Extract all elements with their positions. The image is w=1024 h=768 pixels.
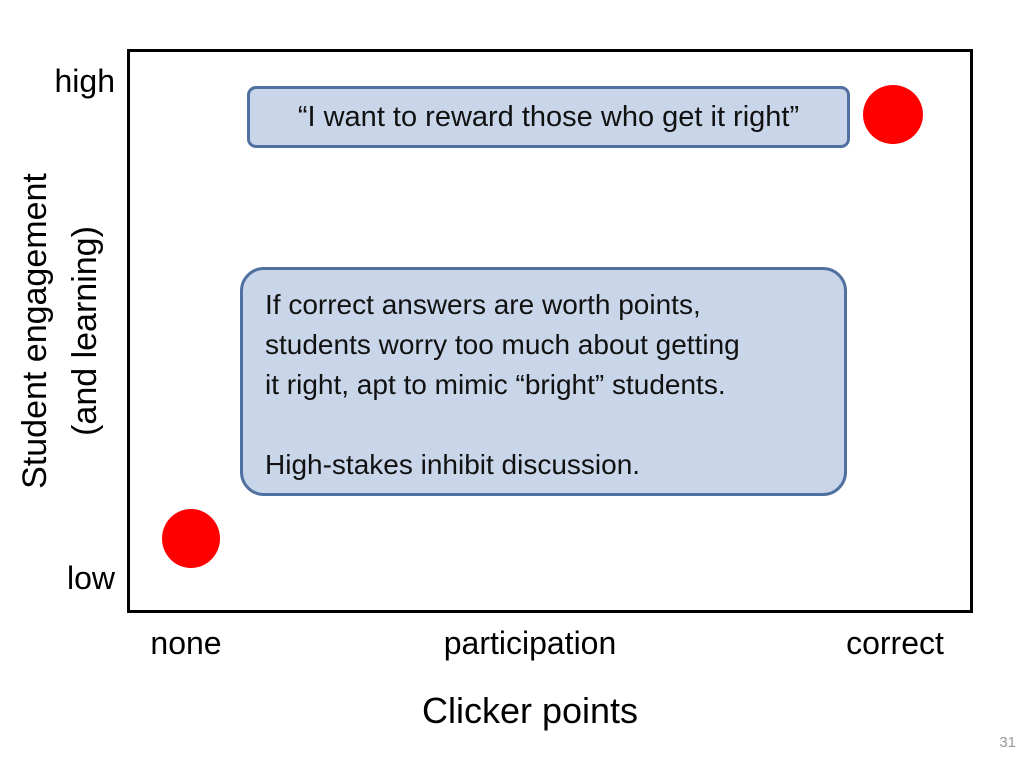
- callout-reward-text: “I want to reward those who get it right…: [297, 100, 800, 133]
- x-tick-correct: correct: [846, 625, 944, 661]
- y-tick-high: high: [54, 63, 116, 99]
- y-axis-title: Student engagement (and learning): [10, 117, 114, 545]
- y-axis-title-line2: (and learning): [66, 226, 104, 436]
- data-point-correct-high: [863, 85, 923, 144]
- x-tick-participation: participation: [443, 625, 617, 661]
- callout-discussion-line: High-stakes inhibit discussion.: [265, 449, 641, 480]
- callout-discussion-blank-line: [265, 405, 844, 445]
- callout-discussion-line: students worry too much about getting: [265, 329, 740, 360]
- x-tick-none: none: [150, 625, 222, 661]
- y-tick-low: low: [66, 560, 115, 596]
- x-axis-title: Clicker points: [421, 690, 639, 731]
- data-point-none-low: [162, 509, 220, 568]
- page-number: 31: [999, 734, 1016, 751]
- callout-discussion-line: it right, apt to mimic “bright” students…: [265, 369, 726, 400]
- callout-discussion-line: If correct answers are worth points,: [265, 289, 701, 320]
- callout-reward-box: “I want to reward those who get it right…: [247, 86, 850, 148]
- callout-discussion-box: If correct answers are worth points, stu…: [240, 267, 847, 496]
- y-axis-title-line1: Student engagement: [16, 173, 54, 489]
